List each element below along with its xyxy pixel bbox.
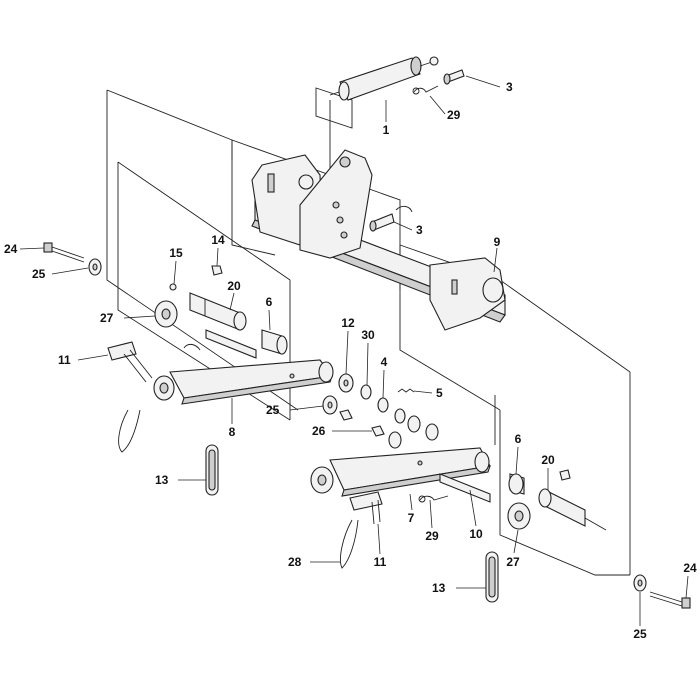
leader-lines <box>19 75 689 626</box>
callout-26: 26 <box>312 424 326 438</box>
part-25-washer-left <box>88 258 102 276</box>
callout-12: 12 <box>341 316 355 330</box>
callout-8: 8 <box>229 425 236 439</box>
callout-20-right: 20 <box>541 453 555 467</box>
callout-25-left: 25 <box>32 267 46 281</box>
callout-29-top: 29 <box>447 108 461 122</box>
callout-14: 14 <box>211 233 225 247</box>
callout-11-right: 11 <box>374 555 387 569</box>
callout-28: 28 <box>288 555 302 569</box>
frame-left-top <box>106 89 233 160</box>
callout-3-top: 3 <box>506 80 513 94</box>
callout-7: 7 <box>408 511 415 525</box>
callout-20-left: 20 <box>227 279 241 293</box>
callout-27-right: 27 <box>506 555 520 569</box>
part-washers-mid <box>388 415 439 449</box>
callout-4: 4 <box>381 355 388 369</box>
part-3-pin-top <box>443 69 465 85</box>
part-12-washer <box>338 373 354 393</box>
part-14-nut <box>211 265 223 276</box>
part-6-bushing-right <box>508 473 525 495</box>
part-pin-left <box>183 329 257 359</box>
callout-25-mid: 25 <box>266 403 280 417</box>
part-9-main-frame <box>251 149 506 331</box>
part-20-shaft-right <box>538 469 607 531</box>
callout-9: 9 <box>494 235 501 249</box>
part-11-pivot-pin-right <box>349 491 383 525</box>
frame-left-outer <box>106 90 299 411</box>
callout-labels: 1 3 29 3 9 24 25 14 15 20 6 27 11 12 30 … <box>4 80 697 641</box>
part-30-washer <box>360 384 372 400</box>
callout-30: 30 <box>361 328 375 342</box>
callout-11-left: 11 <box>58 353 71 367</box>
part-24-bolt-right <box>649 591 691 609</box>
part-27-washer-left <box>154 300 178 328</box>
part-27-washer-right <box>507 502 531 530</box>
part-24-bolt-left <box>43 242 85 263</box>
part-29-clip-bottom <box>418 495 449 503</box>
part-8-lower-arm-left <box>153 359 334 405</box>
part-28-hair-pin-left <box>118 409 141 453</box>
callout-27-left: 27 <box>100 311 114 325</box>
part-7-lower-arm-right <box>310 447 491 497</box>
part-13-link-left <box>205 444 219 496</box>
part-11-pivot-pin-left <box>107 341 153 383</box>
callout-1: 1 <box>383 123 390 137</box>
callout-10: 10 <box>469 527 483 541</box>
part-15-grease-fitting <box>169 283 177 291</box>
part-25-washer-mid <box>322 395 338 415</box>
part-3-pin-middle <box>369 205 413 232</box>
part-28-hair-pin-right <box>340 519 359 569</box>
callout-13-right: 13 <box>432 581 446 595</box>
part-4-washer <box>377 397 389 413</box>
callout-13-left: 13 <box>155 473 169 487</box>
part-1-cylinder <box>329 56 439 101</box>
callout-6-left: 6 <box>266 295 273 309</box>
callout-15: 15 <box>169 246 183 260</box>
part-20-shaft-left <box>189 292 247 331</box>
callout-3-middle: 3 <box>416 223 423 237</box>
callout-5: 5 <box>436 386 443 400</box>
part-10-pin-right <box>439 473 491 503</box>
callout-6-right: 6 <box>515 432 522 446</box>
part-29-clip-top <box>412 85 439 95</box>
callout-24-right: 24 <box>683 561 697 575</box>
part-26-nut <box>339 409 385 437</box>
callout-29-bottom: 29 <box>425 529 439 543</box>
part-5-spring <box>394 388 415 424</box>
callout-25-right: 25 <box>633 627 647 641</box>
frame-center-left <box>231 140 276 256</box>
part-6-bushing-left <box>261 329 288 355</box>
part-25-washer-right <box>633 574 647 592</box>
frame-right-bottom <box>499 410 630 576</box>
callout-24-left: 24 <box>4 242 18 256</box>
part-13-link-right <box>485 551 499 603</box>
